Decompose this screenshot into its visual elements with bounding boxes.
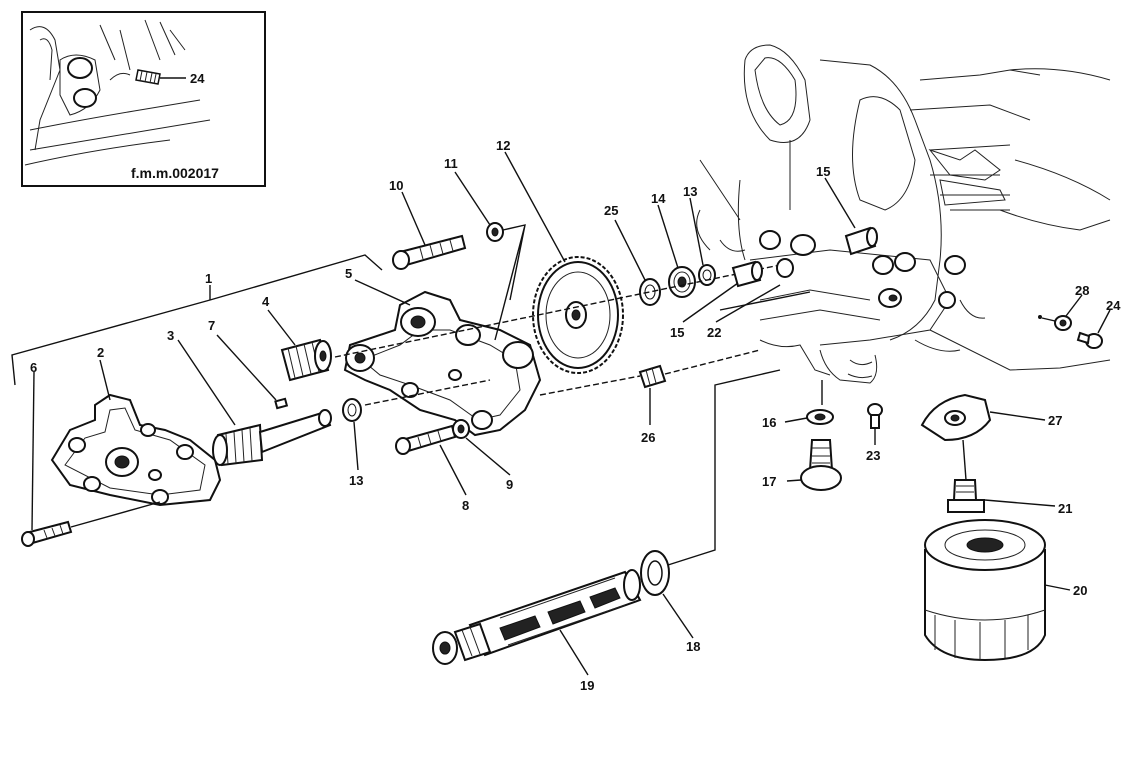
crankcase-outline (696, 44, 1111, 384)
pump-body-5 (343, 290, 542, 437)
callout-16: 16 (762, 415, 776, 430)
callout-19: 19 (580, 678, 594, 693)
dowel-15 (731, 226, 878, 288)
callout-8: 8 (462, 498, 469, 513)
gear-4 (280, 338, 332, 382)
callout-22: 22 (707, 325, 721, 340)
callout-15-lower: 15 (670, 325, 684, 340)
callout-5: 5 (345, 266, 352, 281)
drain-plug-17 (800, 439, 842, 491)
gear-12 (532, 256, 624, 374)
oring-22 (776, 258, 794, 278)
diagram-code: f.m.m.002017 (131, 165, 219, 181)
bearing-14 (668, 266, 696, 298)
callout-26: 26 (641, 430, 655, 445)
callout-7: 7 (208, 318, 215, 333)
callout-2: 2 (97, 345, 104, 360)
callout-6: 6 (30, 360, 37, 375)
nipple-21 (947, 479, 985, 513)
callout-20: 20 (1073, 583, 1087, 598)
washer-18 (640, 550, 670, 596)
case-bores (759, 230, 966, 309)
callout-10: 10 (389, 178, 403, 193)
callout-15-upper: 15 (816, 164, 830, 179)
callout-21: 21 (1058, 501, 1072, 516)
inset-plug-icon (135, 69, 161, 85)
callout-28: 28 (1075, 283, 1089, 298)
screw-23 (867, 403, 883, 429)
screw-6 (21, 520, 73, 547)
callout-18: 18 (686, 639, 700, 654)
callout-1: 1 (205, 271, 212, 286)
callout-11: 11 (444, 156, 458, 171)
strainer-19 (432, 569, 642, 665)
plate-27 (920, 393, 992, 442)
pump-cover (50, 393, 222, 507)
plug-26 (638, 364, 667, 389)
oil-filter-20 (924, 519, 1046, 662)
inset-detail: 24 f.m.m.002017 (21, 11, 266, 187)
drive-shaft-3 (212, 409, 332, 467)
pin-7 (274, 397, 289, 410)
callout-24: 24 (1106, 298, 1121, 313)
callout-labels: 1 2 3 4 5 6 7 8 9 10 11 12 13 13 14 15 1… (30, 138, 1121, 693)
screw-24 (1076, 331, 1103, 349)
bolt-8 (395, 424, 457, 455)
callout-27: 27 (1048, 413, 1062, 428)
callout-25: 25 (604, 203, 618, 218)
callout-23: 23 (866, 448, 880, 463)
callout-13-right: 13 (683, 184, 697, 199)
callout-13-left: 13 (349, 473, 363, 488)
callout-14: 14 (651, 191, 666, 206)
callout-4: 4 (262, 294, 270, 309)
inset-callout-24: 24 (190, 71, 205, 86)
callout-17: 17 (762, 474, 776, 489)
callout-3: 3 (167, 328, 174, 343)
bolt-10 (392, 234, 467, 270)
callout-9: 9 (506, 477, 513, 492)
callout-12: 12 (496, 138, 510, 153)
leader-lines (99, 151, 1111, 676)
